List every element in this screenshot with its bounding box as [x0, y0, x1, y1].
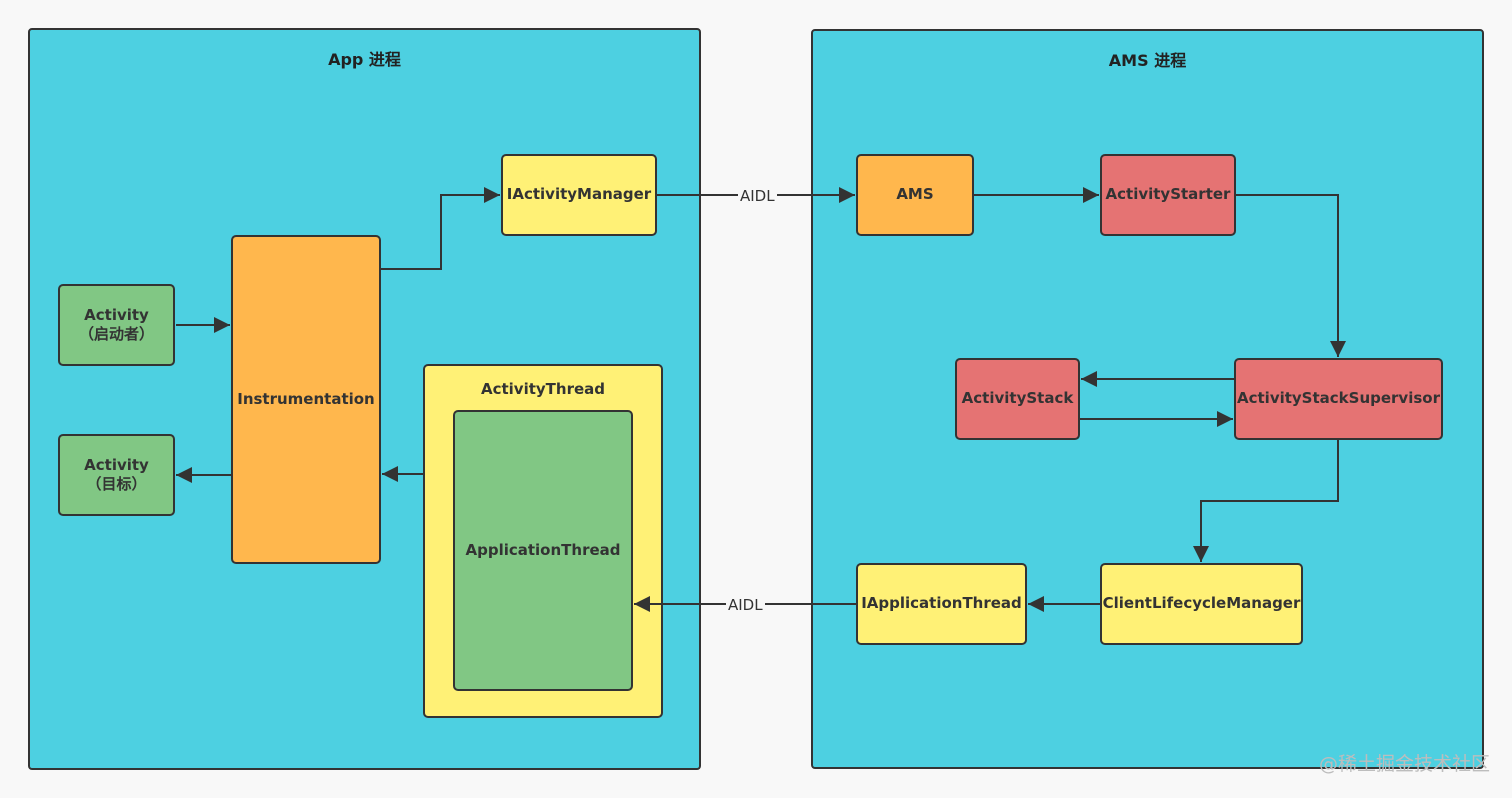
instrumentation-label: Instrumentation — [237, 389, 375, 408]
activity-launcher-label: Activity — [84, 305, 149, 324]
activity-stack-node: ActivityStack — [955, 358, 1080, 440]
ams-label: AMS — [896, 185, 934, 204]
activity-starter-node: ActivityStarter — [1100, 154, 1236, 236]
application-thread-label: ApplicationThread — [465, 540, 621, 559]
edge-activitystarter-to-supervisor — [1236, 194, 1346, 357]
activity-launcher-node: Activity （启动者） — [58, 284, 175, 366]
iapplication-thread-label: IApplicationThread — [861, 594, 1022, 613]
activity-starter-label: ActivityStarter — [1105, 185, 1231, 204]
activity-target-label: Activity — [84, 455, 149, 474]
activity-launcher-sublabel: （启动者） — [78, 325, 154, 343]
aidl-label-top: AIDL — [738, 187, 777, 205]
client-lifecycle-manager-label: ClientLifecycleManager — [1102, 594, 1301, 613]
ams-process-title: AMS 进程 — [1108, 51, 1187, 70]
aidl-label-bottom: AIDL — [726, 596, 765, 614]
edge-supervisor-to-clientlifecycle — [1193, 440, 1339, 562]
iactivity-manager-label: IActivityManager — [506, 185, 652, 204]
client-lifecycle-manager-node: ClientLifecycleManager — [1100, 563, 1303, 645]
ams-node: AMS — [856, 154, 974, 236]
activity-target-sublabel: （目标） — [86, 475, 147, 493]
activity-target-node: Activity （目标） — [58, 434, 175, 516]
iapplication-thread-node: IApplicationThread — [856, 563, 1027, 645]
activity-stack-supervisor-node: ActivityStackSupervisor — [1234, 358, 1443, 440]
activity-stack-label: ActivityStack — [961, 389, 1074, 408]
iactivity-manager-node: IActivityManager — [501, 154, 657, 236]
instrumentation-node: Instrumentation — [231, 235, 381, 564]
watermark: @稀土掘金技术社区 — [1318, 753, 1490, 775]
activity-thread-label: ActivityThread — [480, 380, 606, 398]
edge-instrumentation-to-iactivitymanager — [381, 187, 500, 270]
app-process-title: App 进程 — [328, 50, 401, 69]
activity-stack-supervisor-label: ActivityStackSupervisor — [1237, 389, 1440, 408]
application-thread-node: ApplicationThread — [453, 410, 633, 691]
